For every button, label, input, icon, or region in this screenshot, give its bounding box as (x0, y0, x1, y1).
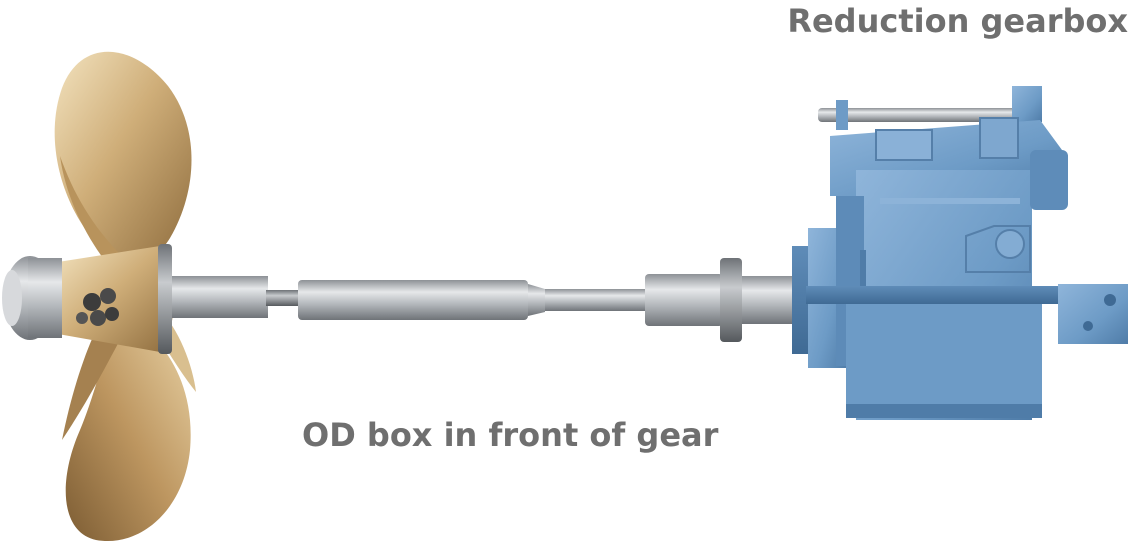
gearbox-icon (806, 86, 1128, 420)
shaft-icon (172, 274, 723, 326)
propeller-icon (2, 51, 196, 542)
flange-coupling-icon (720, 258, 800, 342)
od-box-label: OD box in front of gear (302, 416, 719, 454)
gearbox-label: Reduction gearbox (787, 2, 1128, 40)
